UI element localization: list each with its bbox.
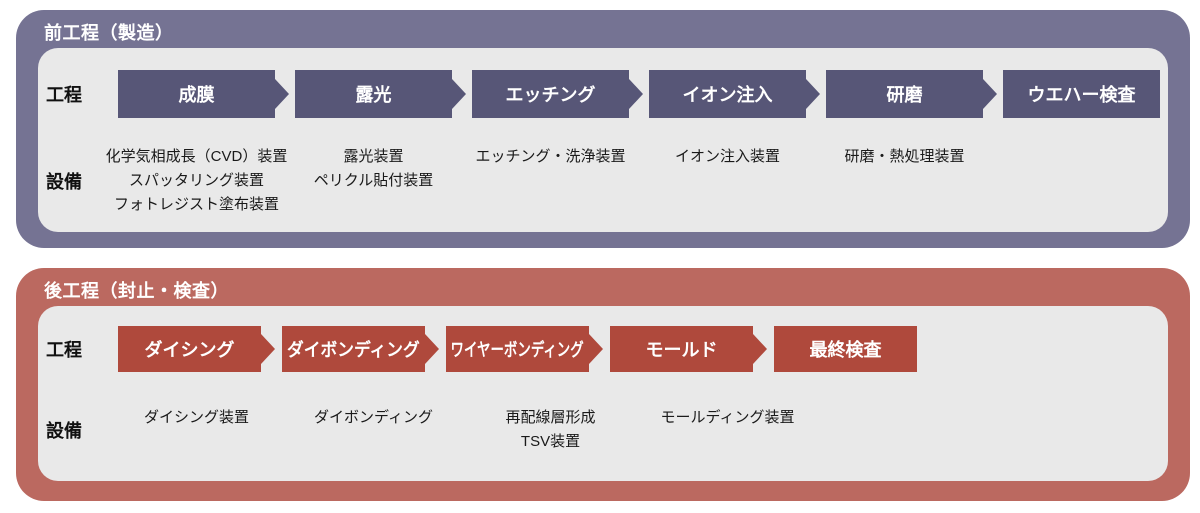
equipment-item: スパッタリング装置 xyxy=(128,172,265,189)
equipment-column: イオン注入装置 xyxy=(649,145,806,169)
process-step-label: ウエハー検査 xyxy=(1027,85,1136,105)
process-steps: ダイシング ダイボンディング ワイヤーボンディング モールド 最終検査 xyxy=(118,326,917,372)
process-step: ウエハー検査 xyxy=(1003,70,1160,118)
equipment-column: 再配線層形成 TSV装置 xyxy=(472,406,629,454)
section-back-end: 後工程（封止・検査） 工程 ダイシングダイボンディングワイヤーボンディングモール… xyxy=(16,268,1190,501)
equipment-item: フォトレジスト塗布装置 xyxy=(113,196,280,213)
equipment-column: ダイボンディング xyxy=(295,406,452,430)
equipment-item: ダイシング装置 xyxy=(143,409,250,426)
process-step-label: イオン注入 xyxy=(682,85,773,105)
process-row: 工程 成膜 露光 エッチング イオン注入 研磨 ウエハー検査 xyxy=(46,70,1164,118)
equipment-row: 設備 化学気相成長（CVD）装置スパッタリング装置フォトレジスト塗布装置露光装置… xyxy=(46,145,1164,217)
process-step: モールド xyxy=(610,326,753,372)
process-step-label: エッチング xyxy=(505,85,596,105)
section-panel: 工程 成膜 露光 エッチング イオン注入 研磨 ウエハー検査 設備 化学気相成長（CVD）… xyxy=(38,48,1168,232)
equipment-item: TSV装置 xyxy=(520,433,581,450)
process-row-label: 工程 xyxy=(46,340,82,360)
process-row-label: 工程 xyxy=(46,85,82,105)
equipment-row-label: 設備 xyxy=(46,172,82,192)
equipment-row: 設備 ダイシング装置 ダイボンディング 再配線層形成 TSV装置 モールディング装置 xyxy=(46,406,1164,454)
equipment-item: ペリクル貼付装置 xyxy=(313,172,434,189)
section-front-end: 前工程（製造） 工程 成膜 露光 エッチング イオン注入 研磨 ウエハー検査 設備 化学気… xyxy=(16,10,1190,248)
process-steps: 成膜 露光 エッチング イオン注入 研磨 ウエハー検査 xyxy=(118,70,1160,118)
equipment-column: 化学気相成長（CVD）装置スパッタリング装置フォトレジスト塗布装置 xyxy=(106,145,288,217)
equipment-row-label: 設備 xyxy=(46,421,82,441)
section-title: 後工程（封止・検査） xyxy=(44,281,229,301)
process-step: ダイシング xyxy=(118,326,261,372)
equipment-item: ダイボンディング xyxy=(314,409,433,426)
equipment-item: 露光装置 xyxy=(343,148,404,165)
section-title: 前工程（製造） xyxy=(44,23,174,43)
process-step: 研磨 xyxy=(826,70,983,118)
process-row: 工程 ダイシング ダイボンディング ワイヤーボンディング モールド 最終検査 xyxy=(46,326,1164,372)
process-step: イオン注入 xyxy=(649,70,806,118)
process-step: 露光 xyxy=(295,70,452,118)
equipment-item: 化学気相成長（CVD）装置 xyxy=(105,148,288,165)
process-step-label: ダイボンディング xyxy=(287,340,420,360)
equipment-item: イオン注入装置 xyxy=(674,148,781,165)
equipment-columns: ダイシング装置 ダイボンディング 再配線層形成 TSV装置 モールディング装置 xyxy=(118,406,1003,454)
process-step: ワイヤーボンディング xyxy=(446,326,589,372)
process-step: 最終検査 xyxy=(774,326,917,372)
process-step-label: ダイシング xyxy=(144,340,235,360)
process-step-label: モールド xyxy=(645,340,718,360)
equipment-column: モールディング装置 xyxy=(649,406,806,430)
equipment-column: ダイシング装置 xyxy=(118,406,275,430)
section-panel: 工程 ダイシングダイボンディングワイヤーボンディングモールド最終検査 設備 ダイ… xyxy=(38,306,1168,481)
equipment-item: 研磨・熱処理装置 xyxy=(844,148,965,165)
equipment-item: モールディング装置 xyxy=(660,409,795,426)
process-step-label: 成膜 xyxy=(178,85,215,105)
process-step-label: 露光 xyxy=(355,85,392,105)
equipment-column: 研磨・熱処理装置 xyxy=(826,145,983,169)
process-step: エッチング xyxy=(472,70,629,118)
process-step-label: 研磨 xyxy=(886,85,923,105)
equipment-item: エッチング・洗浄装置 xyxy=(475,148,626,165)
equipment-column: 露光装置ペリクル貼付装置 xyxy=(295,145,452,193)
process-step: ダイボンディング xyxy=(282,326,425,372)
process-step-label: 最終検査 xyxy=(809,340,882,360)
equipment-item: 再配線層形成 xyxy=(505,409,596,426)
equipment-column: エッチング・洗浄装置 xyxy=(472,145,629,169)
process-step-label: ワイヤーボンディング xyxy=(450,340,585,360)
process-step: 成膜 xyxy=(118,70,275,118)
equipment-columns: 化学気相成長（CVD）装置スパッタリング装置フォトレジスト塗布装置露光装置ペリク… xyxy=(106,145,1180,217)
